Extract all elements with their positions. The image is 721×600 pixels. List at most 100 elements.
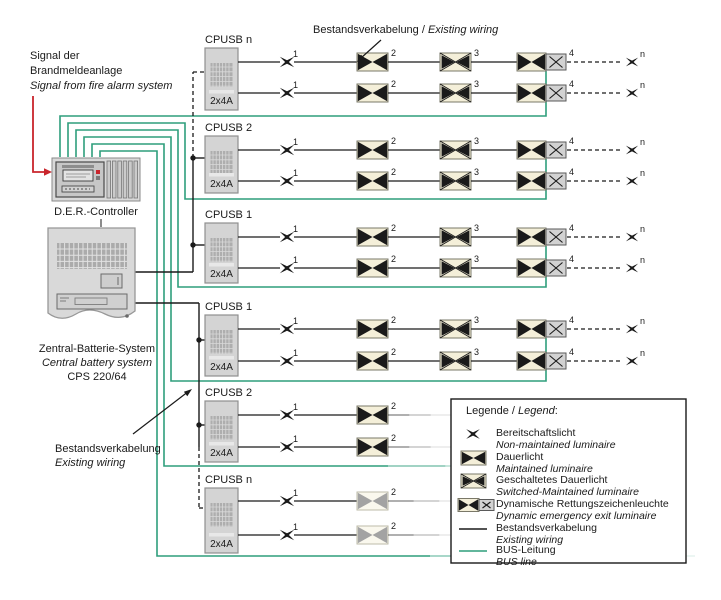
maintained-luminaire-icon	[457, 498, 480, 512]
module-vent-grid	[210, 238, 233, 262]
pos2-label: 2	[391, 521, 396, 531]
end-label: n	[640, 49, 645, 59]
pos1-label: 1	[293, 49, 298, 59]
distribution-wiring	[135, 71, 205, 509]
pos3-label: 3	[474, 48, 479, 58]
switched-maintained-luminaire-icon	[439, 171, 472, 191]
pos1-label: 1	[293, 434, 298, 444]
legend-label-de: Bereitschaftslicht	[496, 427, 575, 439]
switched-maintained-luminaire-icon	[439, 258, 472, 278]
end-label: n	[640, 255, 645, 265]
non-maintained-luminaire-icon	[625, 176, 639, 186]
pos1-label: 1	[293, 224, 298, 234]
maintained-luminaire-icon	[460, 450, 487, 466]
module-amperage-label: 2x4A	[210, 539, 233, 550]
switched-maintained-luminaire-icon	[439, 140, 472, 160]
junction-dot	[190, 155, 196, 161]
pos3-label: 3	[474, 315, 479, 325]
maintained-luminaire-icon	[356, 405, 389, 425]
bus-line-block-2	[67, 122, 547, 200]
maintained-luminaire-icon	[516, 52, 547, 72]
controller-fin	[122, 160, 128, 199]
legend-label-de: Geschaltetes Dauerlicht	[496, 474, 608, 486]
maintained-luminaire-icon	[356, 319, 389, 339]
junction-dot	[196, 422, 202, 428]
maintained-luminaire-icon	[516, 319, 547, 339]
maintained-luminaire-icon	[356, 437, 389, 457]
pos4-label: 4	[569, 254, 574, 264]
switched-maintained-luminaire-icon	[439, 319, 472, 339]
non-maintained-luminaire-icon	[279, 529, 295, 541]
pos4-label: 4	[569, 347, 574, 357]
legend-label-en: Maintained luminaire	[496, 463, 593, 475]
junction-dot	[196, 337, 202, 343]
cpusb-module: 2x4A	[204, 222, 239, 284]
pos1-label: 1	[293, 348, 298, 358]
switched-maintained-luminaire-icon	[439, 351, 472, 371]
legend-label-en: Existing wiring	[496, 534, 563, 546]
non-maintained-luminaire-icon	[625, 232, 639, 242]
cpusb-module: 2x4A	[204, 47, 239, 111]
pos2-label: 2	[391, 315, 396, 325]
maintained-luminaire-icon	[356, 351, 389, 371]
legend-label-en: Dynamic emergency exit luminaire	[496, 510, 657, 522]
module-title: CPUSB n	[205, 34, 252, 46]
module-amperage-label: 2x4A	[210, 179, 233, 190]
maintained-luminaire-icon	[516, 83, 547, 103]
non-maintained-luminaire-icon	[625, 263, 639, 273]
switched-maintained-luminaire-icon	[439, 83, 472, 103]
module-vent-grid	[210, 503, 233, 527]
module-vent-grid	[210, 151, 233, 175]
module-title: CPUSB 1	[205, 301, 252, 313]
fire-alarm-label-de1: Signal der	[30, 50, 80, 62]
signal-arrowhead	[44, 168, 52, 176]
existing-wiring-bottom-en: Existing wiring	[55, 457, 126, 469]
module-plate	[209, 442, 234, 446]
module-plate	[209, 533, 234, 537]
fire-alarm-label-en: Signal from fire alarm system	[30, 80, 172, 92]
annotation-arrowhead	[183, 389, 192, 397]
end-label: n	[640, 348, 645, 358]
der-controller: D.E.R.-Controller	[51, 157, 141, 227]
controller-display	[62, 169, 94, 182]
module-plate	[209, 356, 234, 360]
non-maintained-luminaire-icon	[279, 56, 295, 68]
maintained-luminaire-icon	[356, 258, 389, 278]
junction-dot	[190, 242, 196, 248]
legend-title: Legende / Legend:	[466, 405, 558, 417]
module-title: CPUSB n	[205, 474, 252, 486]
cpusb-module: 2x4A	[204, 400, 239, 463]
module-title: CPUSB 2	[205, 122, 252, 134]
non-maintained-luminaire-icon	[279, 441, 295, 453]
controller-fin	[112, 160, 117, 199]
end-label: n	[640, 80, 645, 90]
pos1-label: 1	[293, 137, 298, 147]
pos1-label: 1	[293, 402, 298, 412]
dynamic-exit-luminaire-icon	[516, 52, 567, 72]
legend-label-de: Bestandsverkabelung	[496, 522, 597, 534]
pos1-label: 1	[293, 80, 298, 90]
fire-alarm-label-de2: Brandmeldeanlage	[30, 65, 122, 77]
module-plate	[209, 90, 234, 94]
signal-line	[32, 96, 46, 173]
switched-maintained-luminaire-icon	[460, 473, 487, 489]
pos2-label: 2	[391, 167, 396, 177]
maintained-luminaire-icon	[516, 140, 547, 160]
battery-vent-grid	[57, 243, 127, 269]
module-amperage-label: 2x4A	[210, 362, 233, 373]
